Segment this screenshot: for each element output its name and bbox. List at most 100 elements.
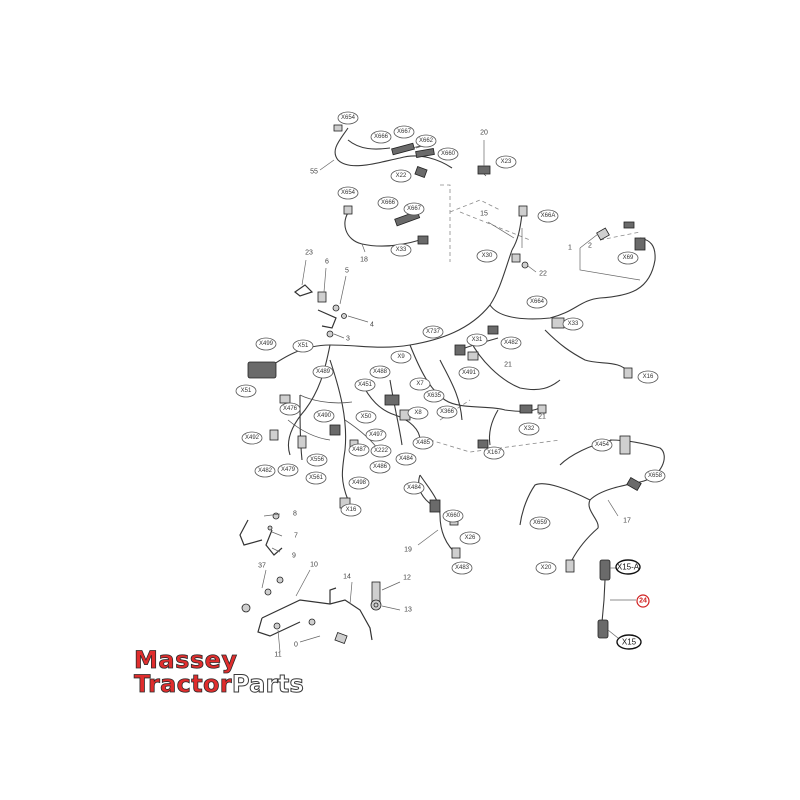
connector-tag[interactable]: X484 xyxy=(403,481,425,495)
connector-tag[interactable]: X9 xyxy=(390,350,412,364)
connector-tag[interactable]: X556 xyxy=(306,453,328,467)
connector-tag-ellipse xyxy=(254,464,276,478)
connector-tag[interactable]: X22 xyxy=(390,169,412,183)
connector-tag[interactable]: X8 xyxy=(407,406,429,420)
connector-tag-label: X33 xyxy=(568,321,579,327)
connector-tag[interactable]: X7 xyxy=(409,377,431,391)
connector-tag-label: X654 xyxy=(341,190,356,196)
connector-tag[interactable]: X487 xyxy=(348,443,370,457)
connector-tag-ellipse xyxy=(277,463,299,477)
connector-tag[interactable]: X482 xyxy=(254,464,276,478)
connector-tag[interactable]: X451 xyxy=(354,378,376,392)
connector-tag[interactable]: X667 xyxy=(393,125,415,139)
connector-tag-label: X499 xyxy=(259,341,274,347)
connector-tag[interactable]: X33 xyxy=(562,317,584,331)
connector-tag-ellipse xyxy=(395,452,417,466)
connector-tag[interactable]: X484 xyxy=(395,452,417,466)
connector-tag-ellipse xyxy=(340,503,362,517)
connector-tag[interactable]: X659 xyxy=(529,516,551,530)
connector-tag-ellipse xyxy=(312,365,334,379)
connector-tag[interactable]: X660 xyxy=(442,509,464,523)
part-callout-number: 6 xyxy=(325,259,329,266)
connector-tag[interactable]: X486 xyxy=(369,460,391,474)
connector-tag-label: X664 xyxy=(530,299,545,305)
part-callout-number: 15 xyxy=(480,211,488,218)
connector-tag-ellipse xyxy=(537,209,559,223)
connector-tag-ellipse xyxy=(422,325,444,339)
connector-tag[interactable]: X222 xyxy=(370,444,392,458)
connector-tag[interactable]: X32 xyxy=(518,422,540,436)
connector-tag[interactable]: X654 xyxy=(337,186,359,200)
connector-tag-ellipse xyxy=(348,443,370,457)
connector-tag[interactable]: X20 xyxy=(535,561,557,575)
connector-tag-ellipse xyxy=(292,339,314,353)
connector-tag[interactable]: X66A xyxy=(537,209,559,223)
connector-tag[interactable]: X654 xyxy=(337,111,359,125)
connector-tag-label: X451 xyxy=(358,382,373,388)
connector-tag[interactable]: X479 xyxy=(277,463,299,477)
connector-tag[interactable]: X498 xyxy=(348,476,370,490)
connector-tag-label: X561 xyxy=(309,475,324,481)
connector-tag[interactable]: X476 xyxy=(279,402,301,416)
connector-tag-label: X491 xyxy=(462,370,477,376)
harness-55 xyxy=(319,124,453,178)
connector-tag-label: X490 xyxy=(317,413,332,419)
logo-word-parts: Parts xyxy=(231,670,305,698)
connector-tag[interactable]: X666 xyxy=(377,196,399,210)
connector-tag-label: X497 xyxy=(369,432,384,438)
connector-tag[interactable]: X26 xyxy=(459,531,481,545)
connector-tag-ellipse xyxy=(241,431,263,445)
connector-tag[interactable]: X635 xyxy=(423,389,445,403)
connector-tag-ellipse xyxy=(529,516,551,530)
connector-tag[interactable]: X667 xyxy=(403,202,425,216)
part-callout-number: 10 xyxy=(310,562,318,569)
connector-tag[interactable]: X33 xyxy=(390,243,412,257)
connector-tag[interactable]: X662 xyxy=(415,134,437,148)
connector-tag-ellipse xyxy=(466,333,488,347)
connector-tag[interactable]: X16 xyxy=(637,370,659,384)
connector-tag-x15a-label: X15-A xyxy=(617,563,640,572)
connector-tag-x15 xyxy=(616,634,642,650)
connector-tag-label: X476 xyxy=(283,406,298,412)
highlighted-part-marker[interactable] xyxy=(636,594,650,608)
connector-tag[interactable]: X167 xyxy=(483,446,505,460)
connector-tag[interactable]: X489 xyxy=(312,365,334,379)
connector-tag[interactable]: X492 xyxy=(241,431,263,445)
connector-tag[interactable]: X561 xyxy=(305,471,327,485)
connector-tag-ellipse xyxy=(442,509,464,523)
connector-tag[interactable]: X366 xyxy=(436,405,458,419)
connector-tag[interactable]: X23 xyxy=(495,155,517,169)
connector-tag[interactable]: X490 xyxy=(313,409,335,423)
connector-tag-ellipse xyxy=(637,370,659,384)
connector-tag[interactable]: X497 xyxy=(365,428,387,442)
connector-tag-label: X658 xyxy=(648,473,663,479)
connector-tag[interactable]: X664 xyxy=(526,295,548,309)
connector-tag[interactable]: X50 xyxy=(355,410,377,424)
connector-tag[interactable]: X16 xyxy=(340,503,362,517)
connector-tag[interactable]: X737 xyxy=(422,325,444,339)
connector-tag-label: X635 xyxy=(427,393,442,399)
connector-tag[interactable]: X483 xyxy=(451,561,473,575)
connector-tag[interactable]: X31 xyxy=(466,333,488,347)
connector-tag[interactable]: X658 xyxy=(644,469,666,483)
connector-tag[interactable]: X491 xyxy=(458,366,480,380)
connector-tag[interactable]: X454 xyxy=(591,438,613,452)
connector-tag[interactable]: X482 xyxy=(500,336,522,350)
part-callout-number: 9 xyxy=(292,553,296,560)
connector-tag[interactable]: X488 xyxy=(369,365,391,379)
connector-tag[interactable]: X69 xyxy=(617,251,639,265)
connector-tag-ellipse xyxy=(354,378,376,392)
connector-tag[interactable]: X660 xyxy=(437,147,459,161)
connector-tag-label: X484 xyxy=(399,456,414,462)
connector-tag[interactable]: X666 xyxy=(370,130,392,144)
connector-tag[interactable]: X51 xyxy=(235,384,257,398)
connector-tag[interactable]: X51 xyxy=(292,339,314,353)
connector-tag[interactable]: X485 xyxy=(412,436,434,450)
connector-tag-label: X498 xyxy=(352,480,367,486)
connector-tag[interactable]: X30 xyxy=(476,249,498,263)
connector-tag-ellipse xyxy=(393,125,415,139)
connector-tag[interactable]: X499 xyxy=(255,337,277,351)
connector-tag-ellipse xyxy=(370,130,392,144)
connector-tag-label: X483 xyxy=(455,565,470,571)
